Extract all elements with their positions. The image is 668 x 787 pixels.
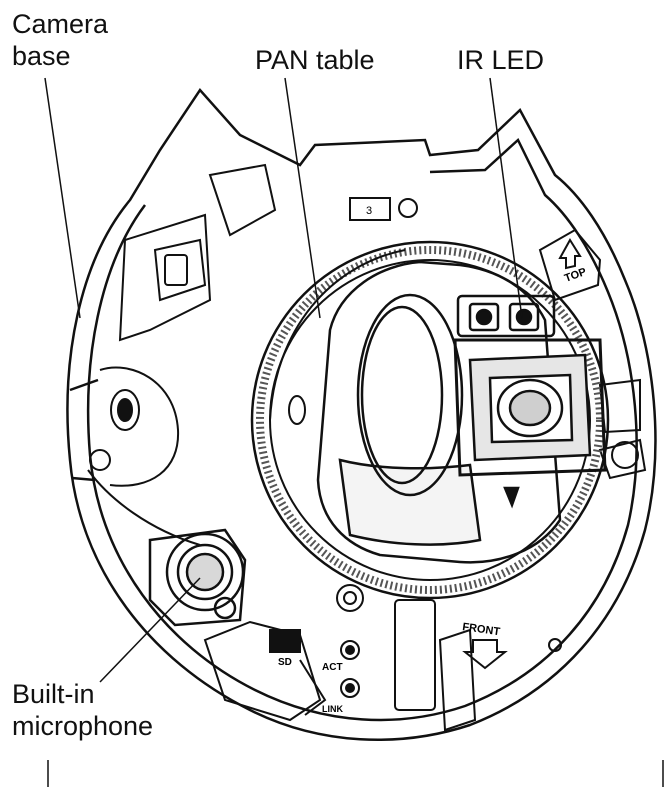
lens-assembly xyxy=(316,260,607,564)
leader-microphone xyxy=(99,577,201,683)
label-pan-table: PAN table xyxy=(255,45,375,75)
label-ir-led: IR LED xyxy=(457,45,545,75)
label-camera-base: Camera base xyxy=(12,9,109,71)
leader-lines xyxy=(44,77,523,683)
leader-ir-led xyxy=(489,77,523,319)
label-built-in-microphone: Built-in microphone xyxy=(12,679,154,741)
number-marking: 3 xyxy=(366,205,372,217)
sd-marking: SD xyxy=(278,657,292,668)
base-plate-details xyxy=(87,163,647,652)
camera-base-housing xyxy=(66,87,657,742)
edge-ticks xyxy=(47,760,664,787)
leader-camera-base xyxy=(44,77,81,319)
connector-panel xyxy=(203,584,477,732)
microphone-body xyxy=(148,528,247,627)
leader-pan-table xyxy=(284,77,321,319)
top-arrow-icon xyxy=(538,228,602,302)
link-marking: LINK xyxy=(322,704,343,714)
front-arrow-icon xyxy=(462,639,508,670)
pan-table xyxy=(250,197,610,600)
front-marking: FRONT xyxy=(462,621,501,638)
ir-led xyxy=(456,294,556,338)
act-marking: ACT xyxy=(322,662,343,673)
